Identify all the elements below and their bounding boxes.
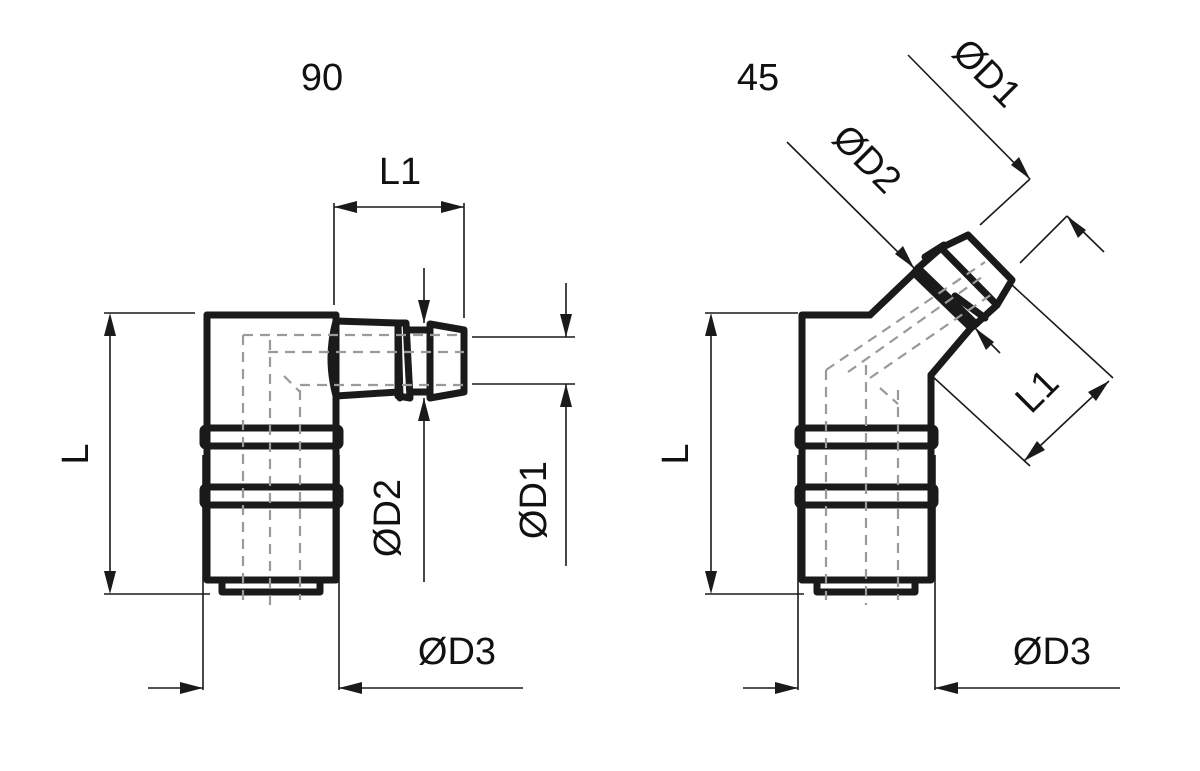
fitting-45-hidden-lines — [824, 261, 996, 605]
label-45-length: L — [655, 443, 697, 464]
label-90-length: L — [55, 443, 97, 464]
label-45-d3: ØD3 — [1013, 631, 1091, 673]
dimension-90-d2: ØD2 — [367, 268, 430, 582]
dimension-45-d1: ØD1 — [907, 31, 1105, 264]
view-90-degree: 90 — [55, 57, 575, 694]
dimension-90-length: L — [55, 312, 210, 595]
view-45-title: 45 — [737, 57, 779, 99]
view-45-degree: 45 — [655, 31, 1120, 694]
fitting-90-hidden-lines — [241, 333, 464, 605]
label-90-d2: ØD2 — [367, 479, 409, 557]
fitting-90-barb — [327, 317, 468, 402]
label-90-barb-length: L1 — [379, 151, 421, 193]
fitting-45-barb — [866, 231, 1016, 379]
dimension-90-d1: ØD1 — [472, 283, 575, 566]
view-90-title: 90 — [301, 57, 343, 99]
dimension-90-barb-length: L1 — [333, 151, 465, 318]
label-45-d1: ØD1 — [944, 31, 1029, 116]
label-90-d1: ØD1 — [513, 461, 555, 539]
label-45-barb-length: L1 — [1008, 362, 1068, 422]
dimension-45-d3: ØD3 — [743, 455, 1120, 694]
fitting-90-body — [199, 311, 344, 596]
label-90-d3: ØD3 — [418, 631, 496, 673]
label-45-d2: ØD2 — [824, 117, 909, 202]
dimension-45-length: L — [655, 312, 804, 595]
dimension-90-d3: ØD3 — [148, 455, 523, 694]
